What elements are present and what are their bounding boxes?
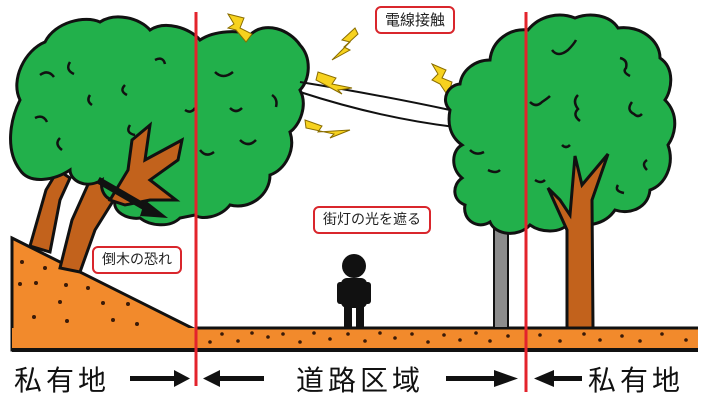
boundary-arrows [130,370,582,387]
road-ground [12,326,698,352]
label-private-land-left: 私有地 [14,364,111,397]
label-road-area: 道路区域 [296,364,425,397]
boundary-lines [194,12,528,392]
callout-wire-contact: 電線接触 [375,6,456,34]
label-private-land-right: 私有地 [588,364,685,397]
callout-block-streetlight: 街灯の光を遮る [313,206,431,234]
arrow-right-icon [446,370,518,387]
arrow-left-icon [203,370,264,387]
right-tree-trunk [546,153,610,330]
callout-falling-tree: 倒木の恐れ [92,246,182,274]
lightning-icons [226,13,453,139]
falling-direction-arrow-icon [96,176,168,218]
arrow-right-icon [130,370,190,387]
arrow-left-icon [534,370,582,387]
power-lines [299,81,456,128]
pedestrian-icon [337,254,371,328]
